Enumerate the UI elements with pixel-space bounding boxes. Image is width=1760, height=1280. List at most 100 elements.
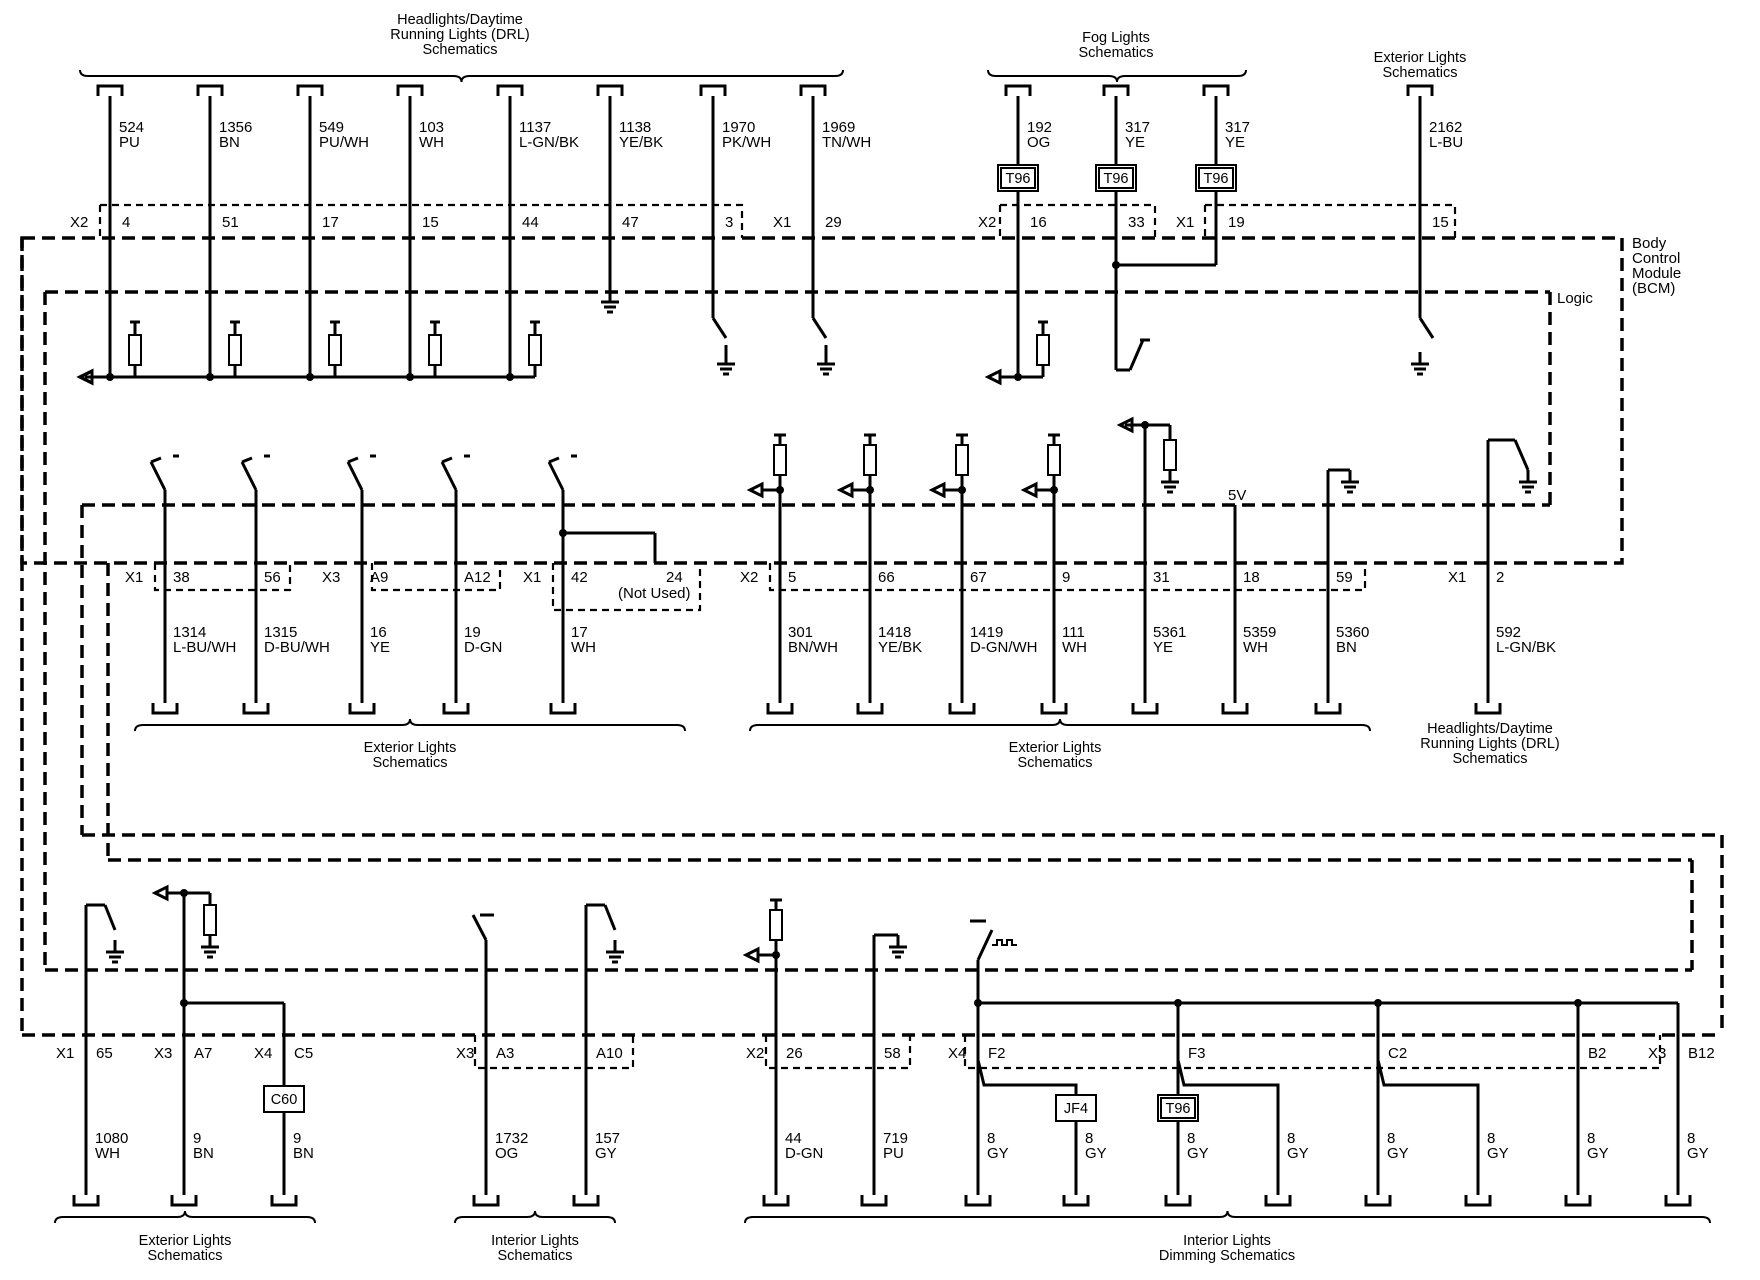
wire-color: D-GN/WH bbox=[970, 639, 1038, 656]
wire bbox=[976, 1059, 1078, 1195]
wire-color: GY bbox=[1587, 1145, 1609, 1162]
circuit-number: 16 bbox=[370, 624, 387, 641]
switch-icon bbox=[103, 904, 117, 931]
wire-color: PU/WH bbox=[319, 134, 369, 151]
circuit-number: 1315 bbox=[264, 624, 297, 641]
switch-icon bbox=[241, 456, 253, 464]
circuit-number: 5361 bbox=[1153, 624, 1186, 641]
pin-number: A10 bbox=[596, 1045, 623, 1062]
wire-color: BN/WH bbox=[788, 639, 838, 656]
pwm-icon bbox=[992, 939, 1017, 946]
wire-color: YE bbox=[1153, 639, 1173, 656]
circuit-number: 8 bbox=[1687, 1130, 1695, 1147]
circuit-number: 1080 bbox=[95, 1130, 128, 1147]
logic-label: Logic bbox=[1557, 290, 1593, 307]
wire-color: GY bbox=[1287, 1145, 1309, 1162]
ext-header-left-line: Exterior Lights bbox=[364, 740, 457, 756]
terminal bbox=[270, 1195, 298, 1207]
pin-number: 17 bbox=[322, 214, 339, 231]
resistor-icon bbox=[863, 444, 877, 476]
terminal bbox=[296, 84, 324, 96]
pin-number: 56 bbox=[264, 569, 281, 586]
splice-label: T96 bbox=[1166, 1101, 1191, 1117]
circuit-number: 1314 bbox=[173, 624, 206, 641]
circuit-number: 111 bbox=[1062, 624, 1085, 641]
circuit-number: 1356 bbox=[219, 119, 252, 136]
circuit-number: 1969 bbox=[822, 119, 855, 136]
ext-brace-bottom bbox=[54, 1210, 316, 1224]
fog-brace bbox=[987, 69, 1247, 83]
switch-icon bbox=[240, 461, 258, 491]
switch-icon bbox=[976, 929, 994, 961]
switch-icon bbox=[711, 317, 728, 339]
pin-number: F3 bbox=[1188, 1045, 1206, 1062]
pin-number: 51 bbox=[222, 214, 239, 231]
switch-icon bbox=[441, 456, 453, 464]
terminal bbox=[348, 703, 376, 715]
connector-outline bbox=[963, 1035, 1662, 1070]
connector-outline bbox=[551, 563, 702, 612]
splice-dot bbox=[559, 529, 567, 537]
connector-outline bbox=[764, 1035, 912, 1070]
fog-header-line: Fog Lights bbox=[1082, 30, 1150, 46]
terminal bbox=[1464, 1195, 1492, 1207]
splice-label: T96 bbox=[1204, 171, 1229, 187]
splice-label: C60 bbox=[271, 1092, 298, 1108]
circuit-number: 317 bbox=[1125, 119, 1150, 136]
wire-color: YE/BK bbox=[619, 134, 663, 151]
terminal bbox=[1102, 84, 1130, 96]
ext-header-line: Schematics bbox=[1383, 65, 1458, 81]
terminal bbox=[1364, 1195, 1392, 1207]
pin-number: 44 bbox=[522, 214, 539, 231]
splice-dot bbox=[974, 999, 982, 1007]
pin-number: 2 bbox=[1496, 569, 1504, 586]
connector-id: X3 bbox=[456, 1045, 474, 1062]
circuit-number: 8 bbox=[1287, 1130, 1295, 1147]
pin-number: C5 bbox=[294, 1045, 313, 1062]
connector-outline bbox=[100, 203, 744, 238]
circuit-number: 44 bbox=[785, 1130, 802, 1147]
terminal bbox=[799, 84, 827, 96]
terminal bbox=[1202, 84, 1230, 96]
wire-color: GY bbox=[1687, 1145, 1709, 1162]
arrow-icon bbox=[1116, 416, 1134, 434]
splice-label: T96 bbox=[1006, 171, 1031, 187]
connector-outline bbox=[370, 563, 502, 592]
drl-header-mid-line: Schematics bbox=[1453, 751, 1528, 767]
arrow-icon bbox=[984, 368, 1002, 386]
pin-number: F2 bbox=[988, 1045, 1006, 1062]
wire-color: BN bbox=[219, 134, 240, 151]
circuit-number: 592 bbox=[1496, 624, 1521, 641]
connector-id: X1 bbox=[56, 1045, 74, 1062]
wire-color: L-BU bbox=[1429, 134, 1463, 151]
pin-number: 29 bbox=[825, 214, 842, 231]
ext-header-left-line: Schematics bbox=[373, 755, 448, 771]
terminal bbox=[1474, 703, 1502, 715]
circuit-number: 5359 bbox=[1243, 624, 1276, 641]
pin-number: 16 bbox=[1030, 214, 1047, 231]
wire-color: PU bbox=[883, 1145, 904, 1162]
wire-color: YE bbox=[370, 639, 390, 656]
circuit-number: 1418 bbox=[878, 624, 911, 641]
terminal bbox=[242, 703, 270, 715]
wire-color: WH bbox=[95, 1145, 120, 1162]
switch-icon bbox=[603, 904, 617, 931]
pin-number: 18 bbox=[1243, 569, 1260, 586]
arrow-icon bbox=[742, 946, 760, 964]
wire-color: BN bbox=[1336, 639, 1357, 656]
terminal bbox=[1264, 1195, 1292, 1207]
terminal bbox=[1040, 703, 1068, 715]
resistor-icon bbox=[955, 444, 969, 476]
circuit-number: 157 bbox=[595, 1130, 620, 1147]
int-header-bottom-line: Interior Lights bbox=[491, 1233, 579, 1249]
bcm-label: Module bbox=[1632, 265, 1681, 282]
pin-number: 59 bbox=[1336, 569, 1353, 586]
terminal bbox=[1164, 1195, 1192, 1207]
wire-color: YE/BK bbox=[878, 639, 922, 656]
wire-color: PK/WH bbox=[722, 134, 771, 151]
circuit-number: 9 bbox=[293, 1130, 301, 1147]
terminal bbox=[596, 84, 624, 96]
splice-box bbox=[1160, 1097, 1196, 1119]
wire-color: TN/WH bbox=[822, 134, 871, 151]
pin-number: 26 bbox=[786, 1045, 803, 1062]
